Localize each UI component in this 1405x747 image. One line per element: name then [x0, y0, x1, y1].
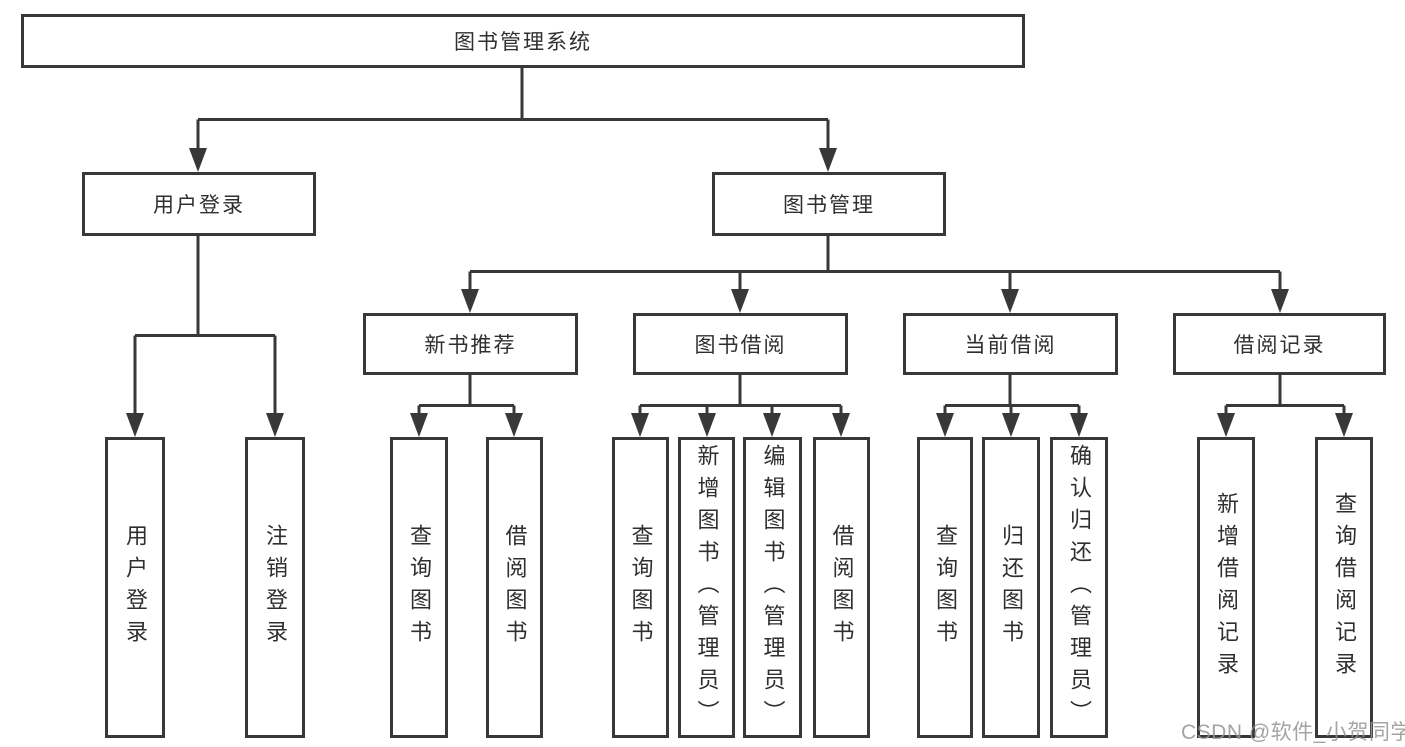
node-borrow-records: 借阅记录 — [1173, 313, 1386, 375]
node-book-borrow: 图书借阅 — [633, 313, 848, 375]
leaf-query-books-borrow: 查询图书 — [612, 437, 669, 738]
node-book-management: 图书管理 — [712, 172, 946, 236]
leaf-confirm-return-admin: 确认归还（管理员） — [1050, 437, 1108, 738]
leaf-logout: 注销登录 — [245, 437, 305, 738]
leaf-borrow-books-recommend: 借阅图书 — [486, 437, 543, 738]
leaf-user-login: 用户登录 — [105, 437, 165, 738]
leaf-edit-book-admin: 编辑图书（管理员） — [743, 437, 802, 738]
leaf-return-book: 归还图书 — [982, 437, 1040, 738]
leaf-add-borrow-record: 新增借阅记录 — [1197, 437, 1255, 738]
node-user-login: 用户登录 — [82, 172, 316, 236]
leaf-query-books-recommend: 查询图书 — [390, 437, 448, 738]
leaf-borrow-books: 借阅图书 — [813, 437, 870, 738]
leaf-query-borrow-record: 查询借阅记录 — [1315, 437, 1373, 738]
csdn-watermark: CSDN @软件_小贺同学 — [1181, 721, 1405, 744]
node-library-management-system: 图书管理系统 — [21, 14, 1025, 68]
node-current-borrow: 当前借阅 — [903, 313, 1118, 375]
leaf-query-books-current: 查询图书 — [917, 437, 973, 738]
leaf-add-book-admin: 新增图书（管理员） — [678, 437, 735, 738]
node-new-book-recommend: 新书推荐 — [363, 313, 578, 375]
